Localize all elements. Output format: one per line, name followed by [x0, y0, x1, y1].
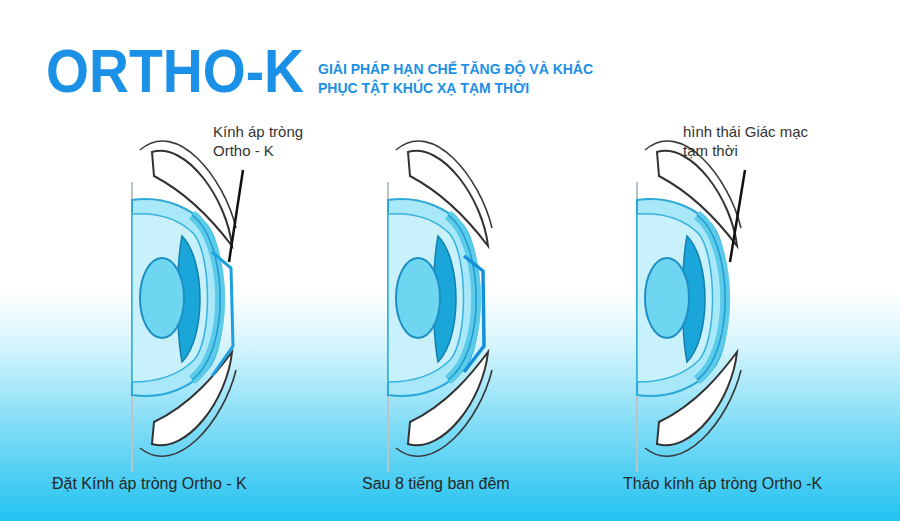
- step-caption: Đặt Kính áp tròng Ortho - K: [52, 474, 292, 494]
- step-caption: Sau 8 tiếng ban đêm: [362, 474, 562, 494]
- poster-title: ORTHO-K: [46, 36, 304, 106]
- callout-label: Kính áp tròng Ortho - K: [213, 122, 323, 160]
- step-caption: Tháo kính áp tròng Ortho -K: [623, 474, 873, 494]
- subtitle: GIẢI PHÁP HẠN CHẾ TĂNG ĐỘ VÀ KHẮC PHỤC T…: [318, 60, 623, 98]
- callout-label: hình thái Giác mạc tạm thời: [683, 122, 815, 160]
